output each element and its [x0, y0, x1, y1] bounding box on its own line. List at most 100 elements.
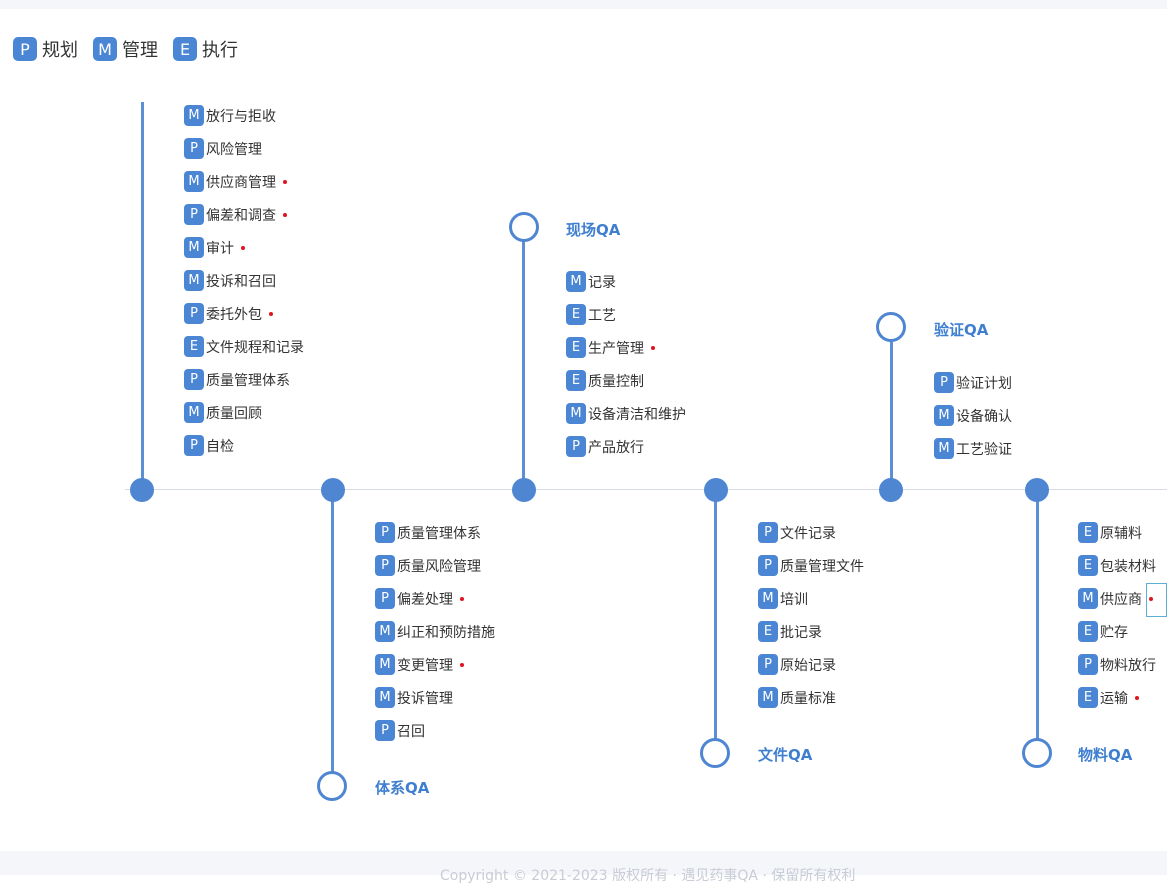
key-marker-dot — [283, 212, 287, 217]
category-badge: P — [375, 555, 395, 576]
legend-item-execute: E 执行 — [173, 36, 238, 62]
timeline-node-ring — [876, 312, 906, 342]
category-badge: E — [566, 304, 586, 325]
item-label: 原辅料 — [1100, 525, 1142, 542]
category-badge: M — [758, 687, 778, 708]
item-label: 质量管理体系 — [397, 525, 481, 542]
item-label: 偏差和调查 — [206, 207, 276, 224]
category-badge: M — [184, 171, 204, 192]
item-label: 放行与拒收 — [206, 108, 276, 125]
category-badge: E — [1078, 621, 1098, 642]
timeline-node-ring — [700, 738, 730, 768]
item-label: 生产管理 — [588, 340, 644, 357]
legend-label: 执行 — [202, 40, 238, 61]
dept-title-wenjian: 文件QA — [758, 746, 813, 764]
key-marker-dot — [1149, 596, 1153, 601]
timeline-node-dot — [512, 478, 536, 502]
legend-item-manage: M 管理 — [93, 36, 158, 62]
category-badge: P — [184, 369, 204, 390]
item-label: 工艺 — [588, 307, 616, 324]
item-label: 运输 — [1100, 690, 1128, 707]
item-label: 质量标准 — [780, 690, 836, 707]
category-badge: P — [184, 303, 204, 324]
category-badge: P — [375, 522, 395, 543]
key-marker-dot — [460, 596, 464, 601]
item-label: 变更管理 — [397, 657, 453, 674]
item-label: 质量回顾 — [206, 405, 262, 422]
item-label: 投诉和召回 — [206, 273, 276, 290]
item-label: 贮存 — [1100, 624, 1128, 641]
category-badge: M — [758, 588, 778, 609]
timeline-axis — [125, 489, 1167, 490]
item-label: 质量控制 — [588, 373, 644, 390]
item-label: 审计 — [206, 240, 234, 257]
category-badge: P — [758, 522, 778, 543]
item-label: 工艺验证 — [956, 441, 1012, 458]
legend-label: 管理 — [122, 40, 158, 61]
item-label: 纠正和预防措施 — [397, 624, 495, 641]
category-badge: E — [184, 336, 204, 357]
item-label: 记录 — [588, 274, 616, 291]
key-marker-dot — [283, 179, 287, 184]
item-label: 验证计划 — [956, 375, 1012, 392]
category-badge: P — [184, 138, 204, 159]
timeline-node-dot — [321, 478, 345, 502]
category-badge: M — [934, 438, 954, 459]
legend: P 规划 M 管理 E 执行 — [13, 36, 253, 62]
item-label: 产品放行 — [588, 439, 644, 456]
key-marker-dot — [460, 662, 464, 667]
item-label: 供应商管理 — [206, 174, 276, 191]
connector-line — [141, 102, 144, 490]
key-marker-dot — [1135, 695, 1139, 700]
dept-title-yanzheng: 验证QA — [934, 321, 989, 339]
legend-label: 规划 — [42, 40, 78, 61]
category-badge: M — [934, 405, 954, 426]
category-badge: P — [934, 372, 954, 393]
key-marker-dot — [269, 311, 273, 316]
timeline-node-dot — [130, 478, 154, 502]
key-marker-dot — [241, 245, 245, 250]
item-label: 委托外包 — [206, 306, 262, 323]
legend-item-plan: P 规划 — [13, 36, 78, 62]
item-label: 文件记录 — [780, 525, 836, 542]
key-marker-dot — [651, 345, 655, 350]
timeline-node-ring — [317, 771, 347, 801]
selection-box — [1146, 583, 1167, 617]
category-badge: E — [1078, 555, 1098, 576]
category-badge: M — [375, 621, 395, 642]
item-label: 设备清洁和维护 — [588, 406, 686, 423]
category-badge: E — [758, 621, 778, 642]
item-label: 文件规程和记录 — [206, 339, 304, 356]
dept-title-xianchang: 现场QA — [566, 221, 621, 239]
item-label: 偏差处理 — [397, 591, 453, 608]
item-label: 召回 — [397, 723, 425, 740]
connector-line — [714, 490, 717, 740]
legend-badge: P — [13, 37, 37, 61]
timeline-node-ring — [1022, 738, 1052, 768]
category-badge: P — [184, 435, 204, 456]
category-badge: P — [566, 436, 586, 457]
item-label: 质量管理文件 — [780, 558, 864, 575]
item-label: 物料放行 — [1100, 657, 1156, 674]
category-badge: P — [758, 654, 778, 675]
